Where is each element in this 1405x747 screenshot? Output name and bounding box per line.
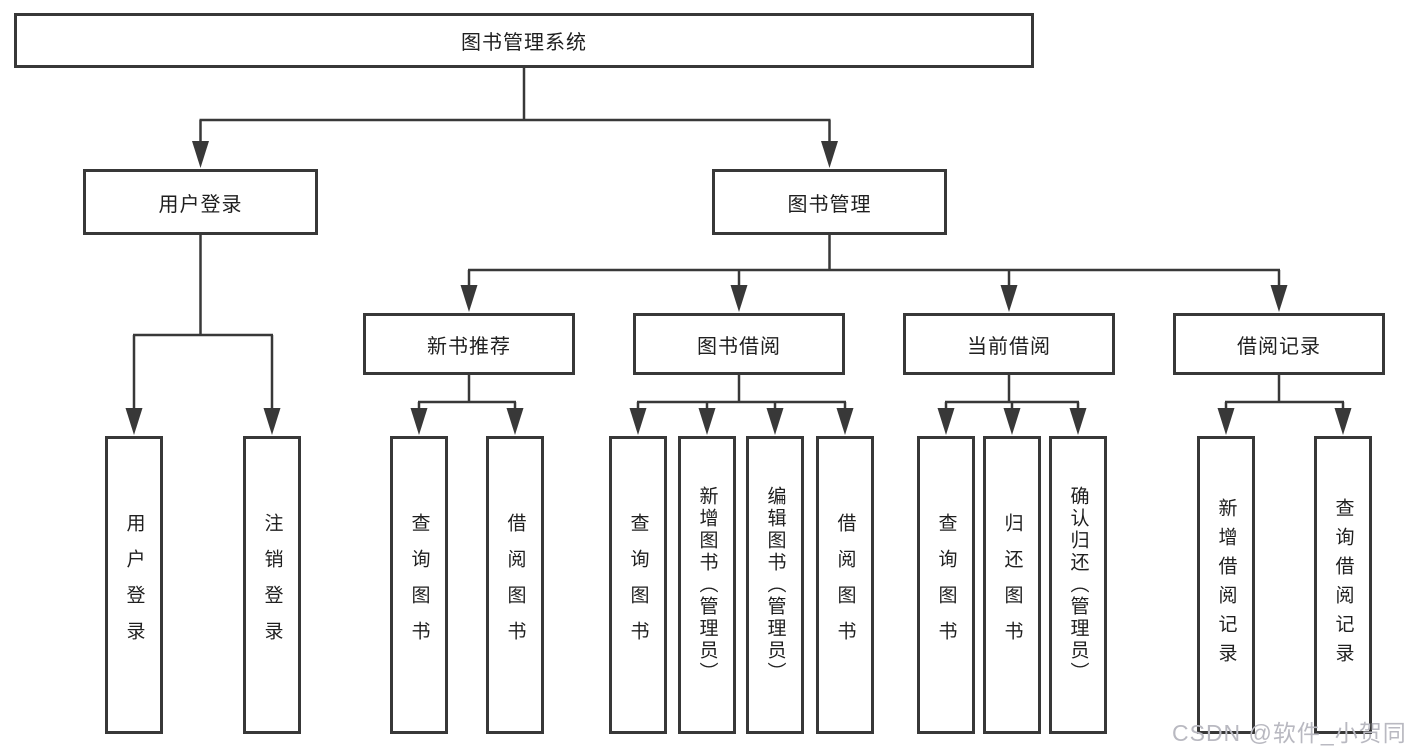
node-user-login: 用户登录: [83, 169, 318, 235]
node-label-book-borrow: 图书借阅: [697, 335, 781, 358]
node-label-library-system: 图书管理系统: [461, 32, 587, 54]
node-bb-edit-book: 编辑图书（管理员）: [746, 436, 804, 734]
node-bb-query-book: 查询图书: [609, 436, 667, 734]
node-logout: 注销登录: [243, 436, 301, 734]
node-label-bb-edit-book: 编辑图书（管理员）: [764, 486, 786, 684]
node-book-borrow: 图书借阅: [633, 313, 845, 375]
node-borrow-records: 借阅记录: [1173, 313, 1385, 375]
node-label-cb-confirm-return: 确认归还（管理员）: [1067, 486, 1089, 684]
node-cb-confirm-return: 确认归还（管理员）: [1049, 436, 1107, 734]
node-label-borrow-records: 借阅记录: [1237, 335, 1321, 358]
node-br-add-record: 新增借阅记录: [1197, 436, 1255, 734]
node-book-mgmt: 图书管理: [712, 169, 947, 235]
node-library-system: 图书管理系统: [14, 13, 1034, 68]
node-label-book-mgmt: 图书管理: [787, 193, 872, 216]
node-label-cb-return-book: 归还图书: [1001, 513, 1023, 657]
node-cb-return-book: 归还图书: [983, 436, 1041, 734]
node-cb-query-book: 查询图书: [917, 436, 975, 734]
node-label-nbr-query-book: 查询图书: [408, 513, 430, 657]
node-label-bb-borrow-book: 借阅图书: [834, 513, 856, 657]
watermark-text: CSDN @软件_小贺同学: [1172, 720, 1405, 746]
node-label-br-query-record: 查询借阅记录: [1332, 498, 1354, 672]
node-nbr-query-book: 查询图书: [390, 436, 448, 734]
node-label-current-borrow: 当前借阅: [967, 335, 1051, 358]
node-label-user-login-op: 用户登录: [123, 513, 145, 657]
node-label-nbr-borrow-book: 借阅图书: [504, 513, 526, 657]
node-bb-add-book: 新增图书（管理员）: [678, 436, 736, 734]
node-nbr-borrow-book: 借阅图书: [486, 436, 544, 734]
node-label-bb-query-book: 查询图书: [627, 513, 649, 657]
node-user-login-op: 用户登录: [105, 436, 163, 734]
node-label-new-book-rec: 新书推荐: [427, 335, 511, 358]
node-label-logout: 注销登录: [261, 513, 283, 657]
node-label-user-login: 用户登录: [158, 193, 243, 216]
node-label-cb-query-book: 查询图书: [935, 513, 957, 657]
node-bb-borrow-book: 借阅图书: [816, 436, 874, 734]
node-label-br-add-record: 新增借阅记录: [1215, 498, 1237, 672]
node-current-borrow: 当前借阅: [903, 313, 1115, 375]
node-new-book-rec: 新书推荐: [363, 313, 575, 375]
node-label-bb-add-book: 新增图书（管理员）: [696, 486, 718, 684]
node-br-query-record: 查询借阅记录: [1314, 436, 1372, 734]
